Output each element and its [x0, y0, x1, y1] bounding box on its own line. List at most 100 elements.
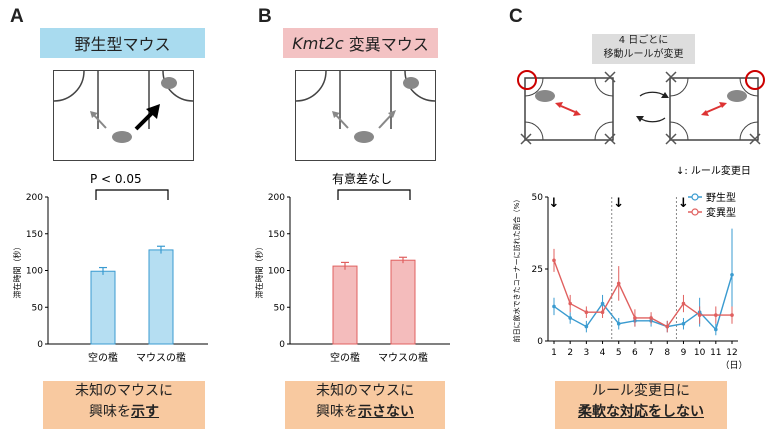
x-tick-label: マウスの檻 — [378, 351, 428, 364]
y-tick-label: 200 — [26, 193, 43, 203]
rule-line-1: 4 日ごとに — [618, 35, 669, 46]
data-point — [697, 313, 702, 317]
x-tick-label: 3 — [583, 348, 589, 358]
y-tick-label: 200 — [268, 193, 285, 203]
legend-marker — [691, 193, 699, 201]
three-chamber-schematic-b — [295, 70, 436, 161]
x-tick-label: 10 — [694, 348, 706, 358]
bar-chart-a: P < 0.05 050100150200滞在時間（秒）空の檻マウスの檻 — [12, 172, 208, 364]
data-point — [568, 316, 572, 320]
bar — [390, 259, 416, 345]
x-tick-label: 11 — [710, 348, 721, 358]
y-tick-label: 150 — [26, 230, 43, 240]
x-tick-label: 空の檻 — [330, 351, 360, 364]
y-tick-label: 0 — [279, 340, 285, 350]
data-point — [649, 316, 653, 320]
data-point — [714, 313, 718, 317]
x-tick-label: 8 — [664, 348, 670, 358]
target-corner-icon — [517, 70, 537, 90]
y-tick-label: 25 — [532, 265, 543, 275]
data-point — [600, 310, 605, 314]
y-tick-label: 0 — [537, 337, 543, 347]
significance-label: P < 0.05 — [90, 172, 142, 186]
x-tick-label: 4 — [600, 348, 606, 358]
bar — [90, 270, 116, 345]
cross-icon — [604, 133, 616, 145]
data-point — [714, 327, 718, 332]
series-line — [553, 260, 732, 328]
conclusion-line-1: 未知のマウスに — [316, 383, 414, 399]
data-point — [730, 272, 734, 277]
y-tick-label: 50 — [532, 193, 544, 203]
mouse-icon — [727, 90, 747, 102]
y-axis-label: 滞在時間（秒） — [254, 243, 264, 299]
conclusion-line-1: 未知のマウスに — [75, 383, 173, 399]
x-tick-label: 2 — [567, 348, 573, 358]
panel-letter-a: A — [10, 6, 24, 27]
x-tick-label: 9 — [681, 348, 687, 358]
bar-chart-b: 有意差なし 050100150200滞在時間（秒）空の檻マウスの檻 — [254, 171, 450, 364]
conclusion-b: 未知のマウスに 興味を示さない — [285, 381, 445, 429]
target-corner-icon — [745, 70, 765, 90]
rule-change-arrow: ↓ — [549, 196, 560, 211]
rule-change-arrow: ↓ — [613, 196, 624, 211]
conclusion-emphasis: 柔軟な対応をしない — [578, 404, 704, 420]
mutant-title: Kmt2c 変異マウス — [283, 28, 438, 58]
conclusion-line-1: ルール変更日に — [592, 383, 690, 399]
cross-icon — [749, 133, 761, 145]
x-tick-label: 12 — [726, 348, 737, 358]
rule-change-schematic — [517, 70, 765, 145]
cross-icon — [604, 71, 616, 83]
data-point — [584, 324, 589, 329]
significance-bracket — [95, 189, 169, 200]
y-tick-label: 50 — [32, 303, 44, 313]
data-point — [616, 321, 621, 326]
legend-label: 野生型 — [706, 191, 736, 204]
y-tick-label: 100 — [26, 267, 43, 277]
conclusion-c: ルール変更日に 柔軟な対応をしない — [555, 381, 727, 429]
series-line — [553, 274, 733, 331]
mutant-title-rest: 変異マウス — [343, 35, 429, 54]
conclusion-a: 未知のマウスに 興味を示す — [43, 381, 205, 429]
data-point — [584, 310, 589, 314]
gene-name: Kmt2c — [292, 33, 344, 53]
x-tick-label: 6 — [632, 348, 638, 358]
panel-letter-b: B — [258, 6, 272, 27]
cross-icon — [665, 71, 677, 83]
mouse-icon — [112, 131, 132, 143]
y-tick-label: 50 — [274, 303, 286, 313]
rule-note: 4 日ごとに 移動ルールが変更 — [592, 34, 695, 64]
data-point — [665, 324, 670, 329]
x-axis-label: （日） — [720, 360, 747, 371]
mouse-icon — [354, 131, 374, 143]
conclusion-emphasis: 示す — [131, 404, 159, 420]
data-point — [681, 301, 686, 306]
data-point — [552, 304, 556, 309]
rule-change-arrow: ↓ — [678, 196, 689, 211]
bar — [332, 265, 358, 345]
data-point — [552, 258, 556, 263]
significance-bracket — [337, 189, 411, 200]
x-tick-label: 1 — [551, 348, 557, 358]
y-axis-label: 前日に飲水できたコーナーに訪れた割合（%） — [512, 196, 521, 343]
mouse-icon — [403, 77, 419, 89]
y-axis-label: 滞在時間（秒） — [12, 243, 22, 299]
rule-change-legend: ↓: ルール変更日 — [676, 164, 751, 177]
y-tick-label: 0 — [37, 340, 43, 350]
mouse-icon — [161, 77, 177, 89]
data-point — [600, 301, 605, 306]
wildtype-title: 野生型マウス — [40, 28, 205, 58]
x-tick-label: 空の檻 — [88, 351, 118, 364]
data-point — [568, 301, 572, 306]
conclusion-line-2-prefix: 興味を — [89, 404, 131, 420]
cross-icon — [520, 133, 532, 145]
three-chamber-schematic-a — [53, 70, 194, 161]
data-point — [730, 313, 734, 317]
conclusion-emphasis: 示さない — [358, 404, 414, 420]
conclusion-line-2-prefix: 興味を — [316, 404, 358, 420]
data-point — [616, 281, 621, 286]
y-tick-label: 100 — [268, 267, 285, 277]
rule-line-2: 移動ルールが変更 — [603, 49, 684, 60]
significance-label: 有意差なし — [332, 171, 392, 186]
